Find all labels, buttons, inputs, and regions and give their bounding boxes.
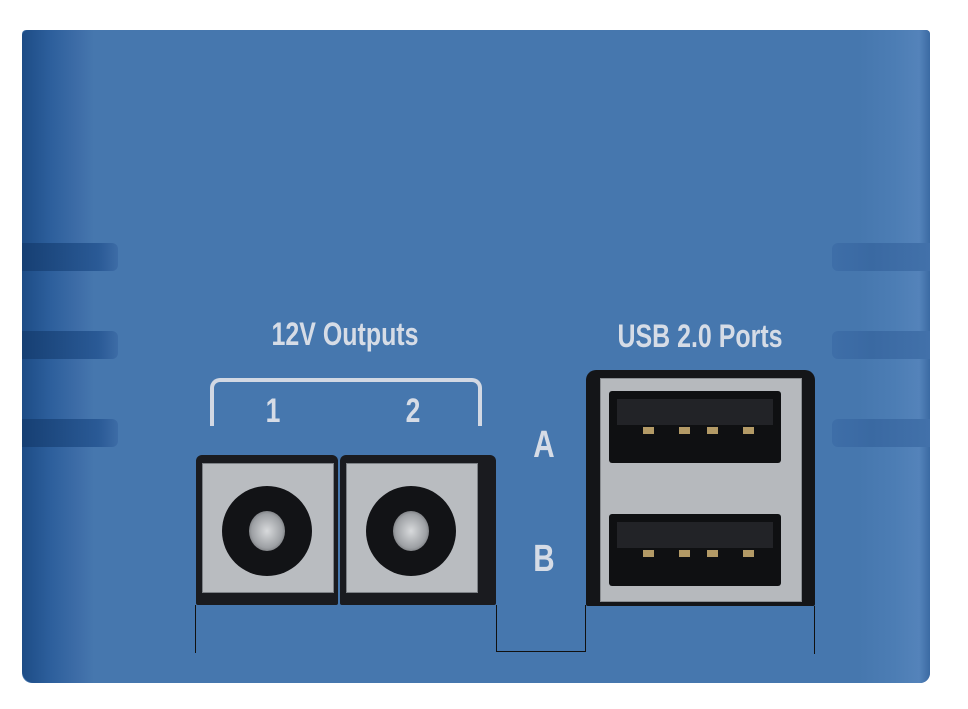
dc-jack-2[interactable] bbox=[340, 455, 496, 605]
usb-tongue bbox=[617, 399, 773, 425]
usb-pin bbox=[743, 550, 754, 557]
usb-title: USB 2.0 Ports bbox=[617, 318, 783, 354]
usb-pin bbox=[707, 427, 718, 434]
cutout-line bbox=[195, 605, 196, 653]
vent-slot bbox=[22, 331, 118, 359]
output-2-label: 2 bbox=[405, 392, 421, 430]
usb-pin bbox=[679, 550, 690, 557]
usb-shell bbox=[600, 378, 802, 602]
usb-connector bbox=[586, 370, 815, 606]
vent-slot bbox=[22, 243, 118, 271]
vent-slot bbox=[832, 419, 930, 447]
cutout-line bbox=[814, 606, 815, 654]
jack-nut bbox=[222, 486, 312, 576]
vent-slot bbox=[22, 419, 118, 447]
usb-tongue bbox=[617, 522, 773, 548]
usb-pin bbox=[643, 427, 654, 434]
usb-a-label: A bbox=[533, 424, 555, 466]
jack-hole bbox=[393, 511, 429, 551]
usb-port-a[interactable] bbox=[609, 391, 781, 463]
outputs-bracket bbox=[210, 378, 482, 426]
jack-hole bbox=[249, 511, 285, 551]
jack-face bbox=[202, 463, 334, 593]
cutout-line bbox=[496, 605, 586, 652]
usb-pin bbox=[643, 550, 654, 557]
jack-face bbox=[346, 463, 478, 593]
output-1-label: 1 bbox=[265, 392, 281, 430]
jack-nut bbox=[366, 486, 456, 576]
usb-b-label: B bbox=[533, 538, 555, 580]
vent-slot bbox=[832, 243, 930, 271]
dc-jack-1[interactable] bbox=[196, 455, 338, 605]
usb-port-b[interactable] bbox=[609, 514, 781, 586]
usb-pin bbox=[707, 550, 718, 557]
outputs-title: 12V Outputs bbox=[271, 316, 419, 352]
usb-pin bbox=[679, 427, 690, 434]
vent-slot bbox=[832, 331, 930, 359]
usb-pin bbox=[743, 427, 754, 434]
